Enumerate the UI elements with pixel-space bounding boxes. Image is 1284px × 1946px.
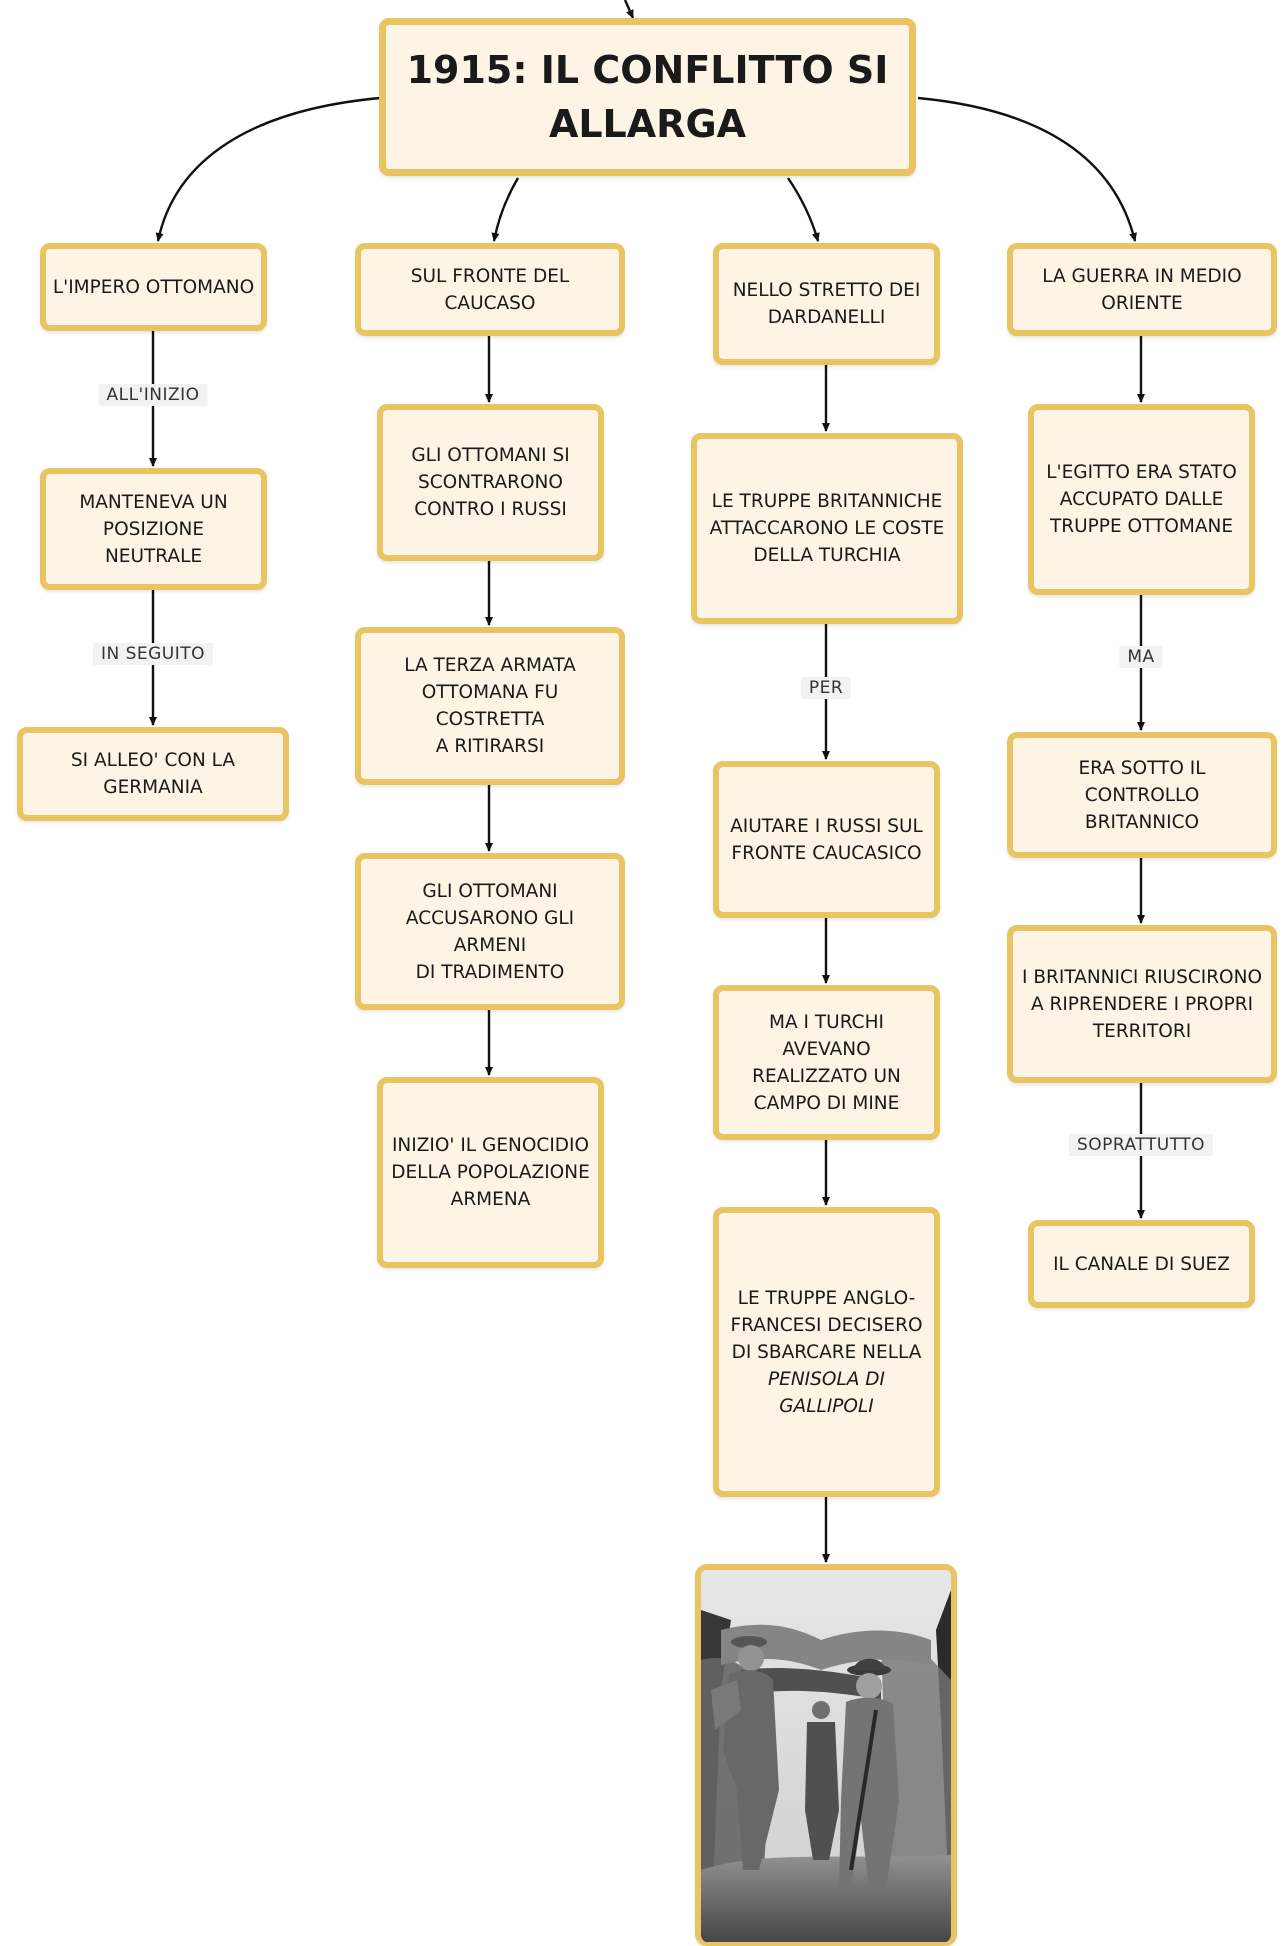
node-british-control[interactable]: ERA SOTTO IL CONTROLLO BRITANNICO <box>1007 732 1277 858</box>
node-gallipoli-landing[interactable]: LE TRUPPE ANGLO- FRANCESI DECISERO DI SB… <box>713 1207 940 1497</box>
arrow-title-to-col4 <box>917 96 1137 242</box>
trench-photo-frame[interactable] <box>695 1564 957 1946</box>
node-british-attack[interactable]: LE TRUPPE BRITANNICHE ATTACCARONO LE COS… <box>691 433 963 624</box>
edge-label-per: PER <box>800 677 852 699</box>
title-node[interactable]: 1915: IL CONFLITTO SI ALLARGA <box>379 18 916 176</box>
edge-label-in-seguito: IN SEGUITO <box>92 643 214 665</box>
node-egypt-occupied[interactable]: L'EGITTO ERA STATO ACCUPATO DALLE TRUPPE… <box>1028 404 1255 595</box>
edge-label-all-inizio: ALL'INIZIO <box>98 384 208 406</box>
node-alliance-germany[interactable]: SI ALLEO' CON LA GERMANIA <box>17 727 289 821</box>
node-armenian-genocide[interactable]: INIZIO' IL GENOCIDIO DELLA POPOLAZIONE A… <box>377 1077 604 1268</box>
node-help-russians[interactable]: AIUTARE I RUSSI SUL FRONTE CAUCASICO <box>713 761 940 918</box>
arrow-into-title <box>623 0 635 19</box>
node-third-army-retreat[interactable]: LA TERZA ARMATA OTTOMANA FU COSTRETTA A … <box>355 627 625 785</box>
arrow-title-to-col2 <box>491 177 520 242</box>
node-caucasus-front[interactable]: SUL FRONTE DEL CAUCASO <box>355 243 625 336</box>
node-minefield[interactable]: MA I TURCHI AVEVANO REALIZZATO UN CAMPO … <box>713 985 940 1140</box>
node-middle-east-war[interactable]: LA GUERRA IN MEDIO ORIENTE <box>1007 243 1277 336</box>
edge-label-soprattutto: SOPRATTUTTO <box>1068 1134 1214 1156</box>
arrow-title-to-col1 <box>155 96 381 242</box>
node-dardanelles[interactable]: NELLO STRETTO DEI DARDANELLI <box>713 243 940 365</box>
gallipoli-text: LE TRUPPE ANGLO- FRANCESI DECISERO DI SB… <box>730 1287 923 1363</box>
node-neutral-position[interactable]: MANTENEVA UN POSIZIONE NEUTRALE <box>40 468 267 590</box>
gallipoli-peninsula-text: PENISOLA DI GALLIPOLI <box>768 1368 885 1417</box>
node-british-recover[interactable]: I BRITANNICI RIUSCIRONO A RIPRENDERE I P… <box>1007 925 1277 1083</box>
edge-label-ma: MA <box>1119 646 1163 668</box>
arrow-title-to-col3 <box>787 177 820 242</box>
node-ottomans-vs-russians[interactable]: GLI OTTOMANI SI SCONTRARONO CONTRO I RUS… <box>377 404 604 561</box>
node-ottoman-empire[interactable]: L'IMPERO OTTOMANO <box>40 243 267 331</box>
node-suez-canal[interactable]: IL CANALE DI SUEZ <box>1028 1220 1255 1308</box>
trench-soldiers-photo <box>701 1570 951 1942</box>
node-armenians-accused[interactable]: GLI OTTOMANI ACCUSARONO GLI ARMENI DI TR… <box>355 853 625 1010</box>
